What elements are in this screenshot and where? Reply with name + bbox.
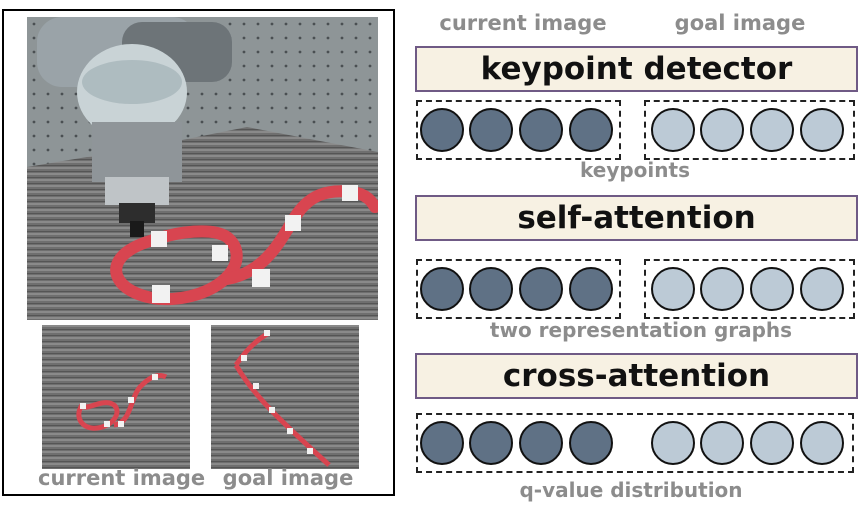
current-image-thumbnail: [42, 325, 190, 469]
goal-keypoint-node: [800, 108, 844, 152]
current-keypoint-node: [569, 108, 613, 152]
q-value-node-current: [420, 421, 464, 465]
current-graph-node: [519, 267, 563, 311]
q-value-node-current: [469, 421, 513, 465]
goal-keypoint-node: [651, 108, 695, 152]
current-graph-node: [569, 267, 613, 311]
goal-keypoint-node: [750, 108, 794, 152]
caption-goal-image: goal image: [222, 466, 354, 490]
current-keypoint-node: [420, 108, 464, 152]
keypoints-label: keypoints: [580, 158, 690, 182]
goal-graph-node: [800, 267, 844, 311]
current-keypoint-node: [469, 108, 513, 152]
current-graph-node: [420, 267, 464, 311]
caption-current-image: current image: [38, 466, 206, 490]
goal-keypoints-group: [644, 100, 855, 160]
q-value-node-goal: [750, 421, 794, 465]
q-value-distribution-label: q-value distribution: [519, 478, 743, 502]
goal-keypoint-node: [700, 108, 744, 152]
goal-graph-node: [750, 267, 794, 311]
goal-graph-group: [644, 259, 855, 319]
current-keypoint-node: [519, 108, 563, 152]
goal-image-thumbnail: [211, 325, 359, 469]
cross-attention-block: cross-attention: [415, 353, 858, 399]
header-current-image: current image: [439, 11, 607, 35]
self-attention-block: self-attention: [415, 195, 858, 241]
goal-graph-node: [651, 267, 695, 311]
robot-rope-photo: [27, 17, 378, 320]
q-value-node-goal: [800, 421, 844, 465]
q-value-group: [416, 413, 854, 473]
keypoint-detector-block: keypoint detector: [415, 46, 858, 92]
q-value-node-current: [569, 421, 613, 465]
current-graph-group: [416, 259, 621, 319]
current-keypoints-group: [416, 100, 621, 160]
header-goal-image: goal image: [674, 11, 806, 35]
representation-graphs-label: two representation graphs: [489, 318, 793, 342]
q-value-node-current: [519, 421, 563, 465]
q-value-node-goal: [651, 421, 695, 465]
current-graph-node: [469, 267, 513, 311]
q-value-node-goal: [700, 421, 744, 465]
goal-graph-node: [700, 267, 744, 311]
